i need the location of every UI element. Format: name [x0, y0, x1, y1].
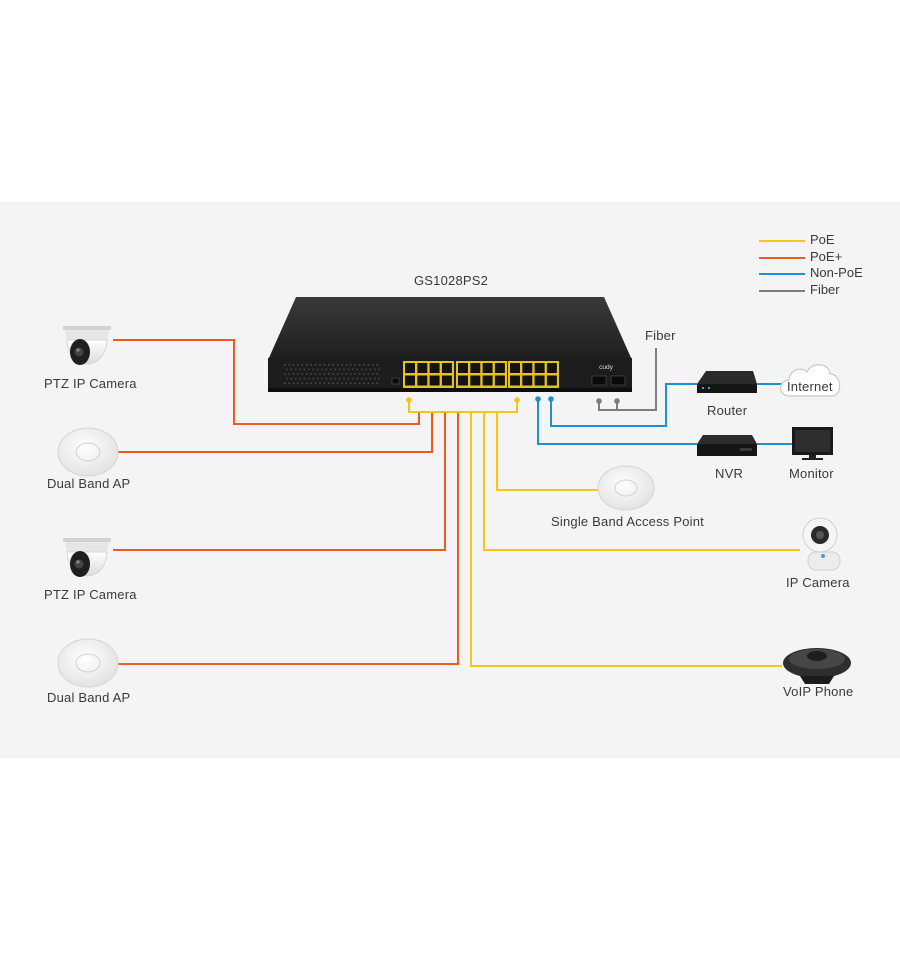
cable-dual-band-ap-2	[118, 412, 459, 665]
cable-ptz-camera-2	[113, 412, 446, 551]
cable-voip-phone	[470, 412, 782, 667]
cable-poe-bus	[408, 402, 518, 413]
legend-item-poe: PoE	[759, 232, 889, 248]
legend-label-non-poe: Non-PoE	[810, 265, 863, 280]
legend-item-poe-plus: PoE+	[759, 249, 889, 265]
switch-ports	[403, 361, 559, 388]
voip-phone-label: VoIP Phone	[783, 684, 854, 699]
cable-single-band-ap	[496, 412, 598, 491]
switch-vents	[284, 364, 380, 384]
switch-brand-logo: cudy	[599, 364, 613, 371]
ptz-camera-1-label: PTZ IP Camera	[44, 376, 137, 391]
dual-band-ap-1-label: Dual Band AP	[47, 476, 131, 491]
dual-band-ap-1-icon	[57, 427, 119, 477]
voip-phone-icon	[783, 648, 851, 684]
poe-cables	[408, 402, 800, 667]
monitor-icon	[792, 427, 833, 460]
ip-camera-label: IP Camera	[786, 575, 850, 590]
ptz-camera-2-label: PTZ IP Camera	[44, 587, 137, 602]
cable-ip-camera	[483, 412, 800, 551]
monitor-label: Monitor	[789, 466, 834, 481]
router-label: Router	[707, 403, 748, 418]
port-dots	[406, 396, 620, 404]
router-icon	[697, 371, 757, 393]
legend-item-fiber: Fiber	[759, 282, 889, 298]
dual-band-ap-2-icon	[57, 638, 119, 688]
dual-band-ap-2-label: Dual Band AP	[47, 690, 131, 705]
legend-swatch-fiber	[759, 290, 805, 292]
legend-item-non-poe: Non-PoE	[759, 265, 889, 281]
nvr-icon	[697, 435, 757, 456]
cable-dual-band-ap-1	[118, 412, 433, 453]
poe-plus-cables	[113, 339, 459, 665]
single-band-ap-label: Single Band Access Point	[551, 514, 704, 529]
single-band-ap-icon	[597, 465, 655, 511]
cable-router	[550, 383, 697, 427]
legend-label-fiber: Fiber	[810, 282, 840, 297]
nvr-label: NVR	[715, 466, 744, 481]
legend-swatch-non-poe	[759, 273, 805, 275]
legend-label-poe-plus: PoE+	[810, 249, 843, 264]
legend-swatch-poe-plus	[759, 257, 805, 259]
ptz-camera-2-icon	[63, 538, 111, 577]
ptz-camera-1-icon	[63, 326, 111, 365]
internet-label: Internet	[787, 379, 833, 394]
ip-camera-icon	[802, 517, 841, 571]
cable-ptz-camera-1	[113, 339, 420, 425]
non-poe-cables	[537, 383, 792, 445]
switch-model-label: GS1028PS2	[414, 273, 489, 288]
legend-swatch-poe	[759, 240, 805, 242]
cable-fiber	[598, 348, 657, 411]
cable-nvr	[537, 400, 697, 445]
legend-label-poe: PoE	[810, 232, 835, 247]
switch-gs1028ps2: cudy	[268, 297, 632, 392]
fiber-label: Fiber	[645, 328, 676, 343]
internet-cloud-icon	[779, 364, 841, 397]
